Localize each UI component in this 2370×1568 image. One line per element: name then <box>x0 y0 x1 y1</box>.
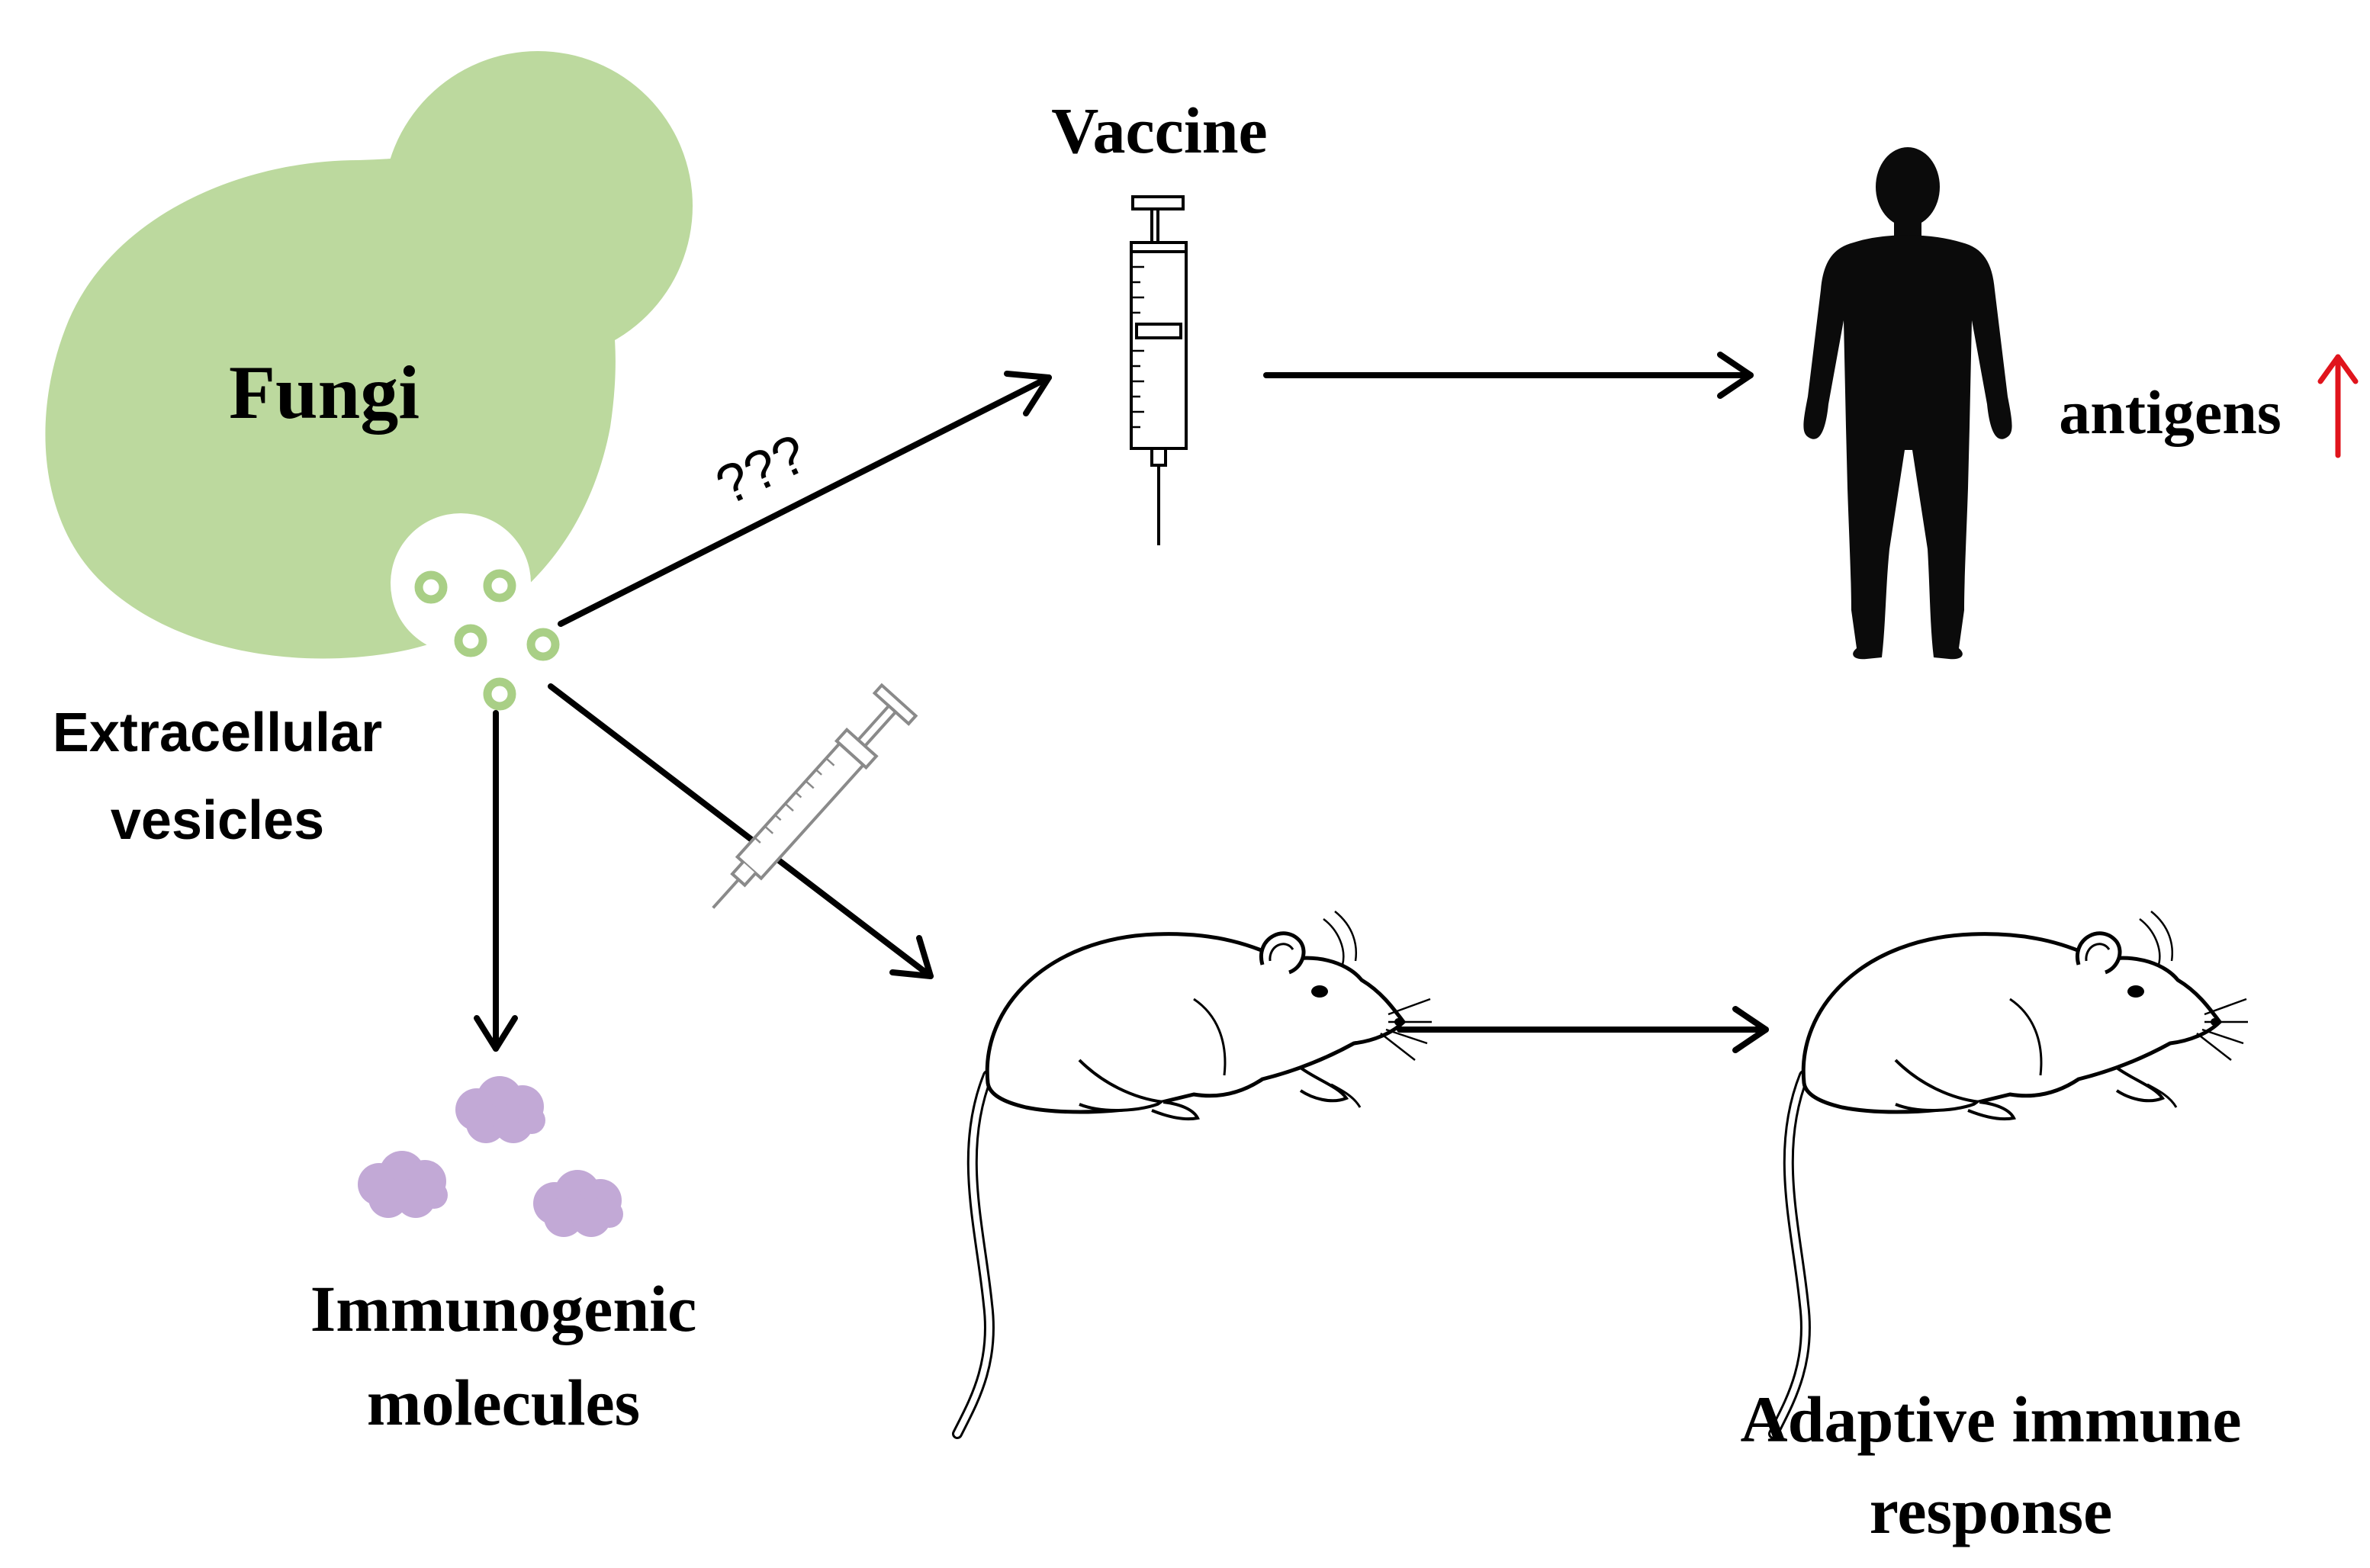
vesicle <box>483 569 516 602</box>
molecule <box>358 1151 448 1218</box>
molecule <box>533 1170 623 1237</box>
extracellular-vesicles-label-line2: vesicles <box>111 790 324 851</box>
fungi-label: Fungi <box>229 350 420 435</box>
injection-syringe-icon <box>712 683 918 909</box>
immunogenic-label-line1: Immunogenic <box>310 1272 696 1345</box>
molecule <box>455 1076 545 1143</box>
arrow-ev-to-vaccine <box>558 374 1052 627</box>
fungi-cell-icon <box>45 51 693 711</box>
arrow-ev-to-molecules-head <box>474 1015 518 1052</box>
vesicle <box>483 677 516 711</box>
human-silhouette-icon <box>1803 147 2012 660</box>
arrow-vaccine-to-human-head <box>1717 352 1754 399</box>
vesicle <box>454 624 487 657</box>
immunogenic-label-line2: molecules <box>367 1366 640 1439</box>
arrow-ev-to-mouse-head <box>889 935 934 979</box>
extracellular-vesicles-icon <box>414 569 560 711</box>
vesicle <box>526 628 560 661</box>
extracellular-vesicles-label-line1: Extracellular <box>53 702 382 763</box>
molecule-cluster-icon <box>358 1076 623 1237</box>
mouse-icon <box>957 911 1432 1434</box>
arrow-ev-to-vaccine-head <box>1004 371 1052 416</box>
vesicle-release-bulb <box>391 513 531 654</box>
vaccine-label: Vaccine <box>1051 94 1267 167</box>
vesicle <box>414 570 448 604</box>
adaptive-immune-label-line2: response <box>1870 1474 2113 1547</box>
syringe-icon <box>1130 195 1188 545</box>
adaptive-immune-label-line1: Adaptive immune <box>1741 1383 2242 1456</box>
arrows <box>474 352 1769 1053</box>
antigens-label: antigens <box>2059 378 2282 447</box>
up-arrow-icon <box>2317 354 2359 458</box>
arrow-ev-to-mouse <box>548 683 934 979</box>
arrow-mouse-to-mouse-head <box>1732 1006 1769 1053</box>
mouse-icon <box>1773 911 2248 1434</box>
